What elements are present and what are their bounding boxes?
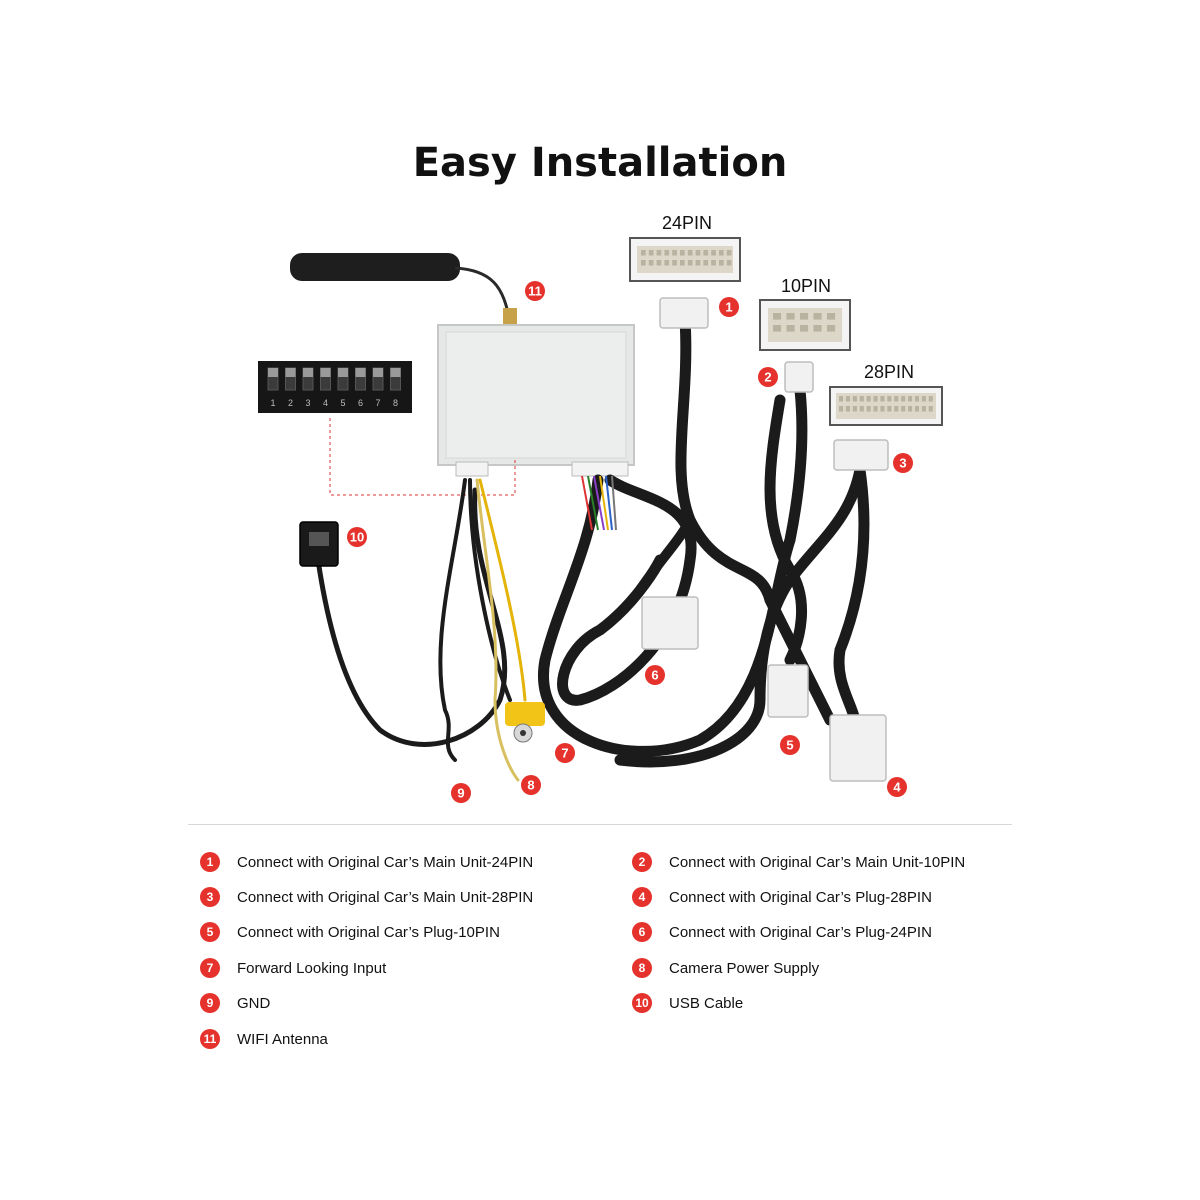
dip-switch: 1 2 3 4 5 6 7 8 xyxy=(258,361,516,496)
legend-item: 10 USB Cable xyxy=(632,991,743,1015)
legend-item: 11 WIFI Antenna xyxy=(200,1027,328,1051)
wifi-antenna xyxy=(290,253,517,332)
legend-item: 4 Connect with Original Car’s Plug-28PIN xyxy=(632,885,932,909)
connector-24pin xyxy=(629,237,741,282)
svg-text:11: 11 xyxy=(528,284,542,299)
legend-badge: 10 xyxy=(632,993,652,1013)
legend-item: 1 Connect with Original Car’s Main Unit-2… xyxy=(200,850,533,874)
badge-2: 2 xyxy=(758,367,778,387)
svg-text:8: 8 xyxy=(527,778,534,793)
svg-text:5: 5 xyxy=(786,738,793,753)
badge-5: 5 xyxy=(780,735,800,755)
label-28pin: 28PIN xyxy=(864,362,914,382)
interface-module xyxy=(437,324,635,477)
legend-badge: 1 xyxy=(200,852,220,872)
legend-text: Connect with Original Car’s Main Unit-24… xyxy=(237,853,534,871)
legend-text: GND xyxy=(237,994,271,1012)
legend-badge: 5 xyxy=(200,922,220,942)
svg-text:1: 1 xyxy=(725,300,732,315)
badge-9: 9 xyxy=(451,783,471,803)
legend-text: USB Cable xyxy=(669,994,744,1012)
badge-10: 10 xyxy=(347,527,367,547)
legend-item: 7 Forward Looking Input xyxy=(200,956,386,980)
dip-number: 1 xyxy=(270,398,275,408)
legend-badge: 11 xyxy=(200,1029,220,1049)
legend-item: 2 Connect with Original Car’s Main Unit-1… xyxy=(632,850,965,874)
dip-number: 5 xyxy=(340,398,345,408)
svg-text:3: 3 xyxy=(899,456,906,471)
legend-text: Connect with Original Car’s Main Unit-28… xyxy=(237,888,534,906)
badge-8: 8 xyxy=(521,775,541,795)
legend-badge: 7 xyxy=(200,958,220,978)
badge-4: 4 xyxy=(887,777,907,797)
dip-number: 4 xyxy=(323,398,328,408)
dip-number: 3 xyxy=(305,398,310,408)
legend-badge: 3 xyxy=(200,887,220,907)
legend-text: WIFI Antenna xyxy=(237,1030,328,1048)
legend-badge: 6 xyxy=(632,922,652,942)
badge-7: 7 xyxy=(555,743,575,763)
svg-text:6: 6 xyxy=(651,668,658,683)
badge-11: 11 xyxy=(525,281,545,301)
label-24pin: 24PIN xyxy=(662,213,712,233)
harness-connectors xyxy=(299,297,889,782)
badge-3: 3 xyxy=(893,453,913,473)
legend-item: 8 Camera Power Supply xyxy=(632,956,819,980)
legend-item: 6 Connect with Original Car’s Plug-24PIN xyxy=(632,920,932,944)
rca-connector xyxy=(505,702,545,743)
dip-number: 7 xyxy=(375,398,380,408)
legend-item: 5 Connect with Original Car’s Plug-10PIN xyxy=(200,920,500,944)
legend-text: Camera Power Supply xyxy=(669,959,820,977)
dip-number: 2 xyxy=(288,398,293,408)
svg-text:10: 10 xyxy=(350,530,364,545)
svg-text:4: 4 xyxy=(893,780,901,795)
legend-text: Connect with Original Car’s Plug-10PIN xyxy=(237,923,500,941)
badge-1: 1 xyxy=(719,297,739,317)
legend-text: Forward Looking Input xyxy=(237,959,387,977)
legend-badge: 8 xyxy=(632,958,652,978)
legend-text: Connect with Original Car’s Main Unit-10… xyxy=(669,853,966,871)
svg-text:2: 2 xyxy=(764,370,771,385)
harness-cables xyxy=(315,314,870,782)
legend-badge: 4 xyxy=(632,887,652,907)
page-title: Easy Installation xyxy=(412,140,788,186)
legend-text: Connect with Original Car’s Plug-28PIN xyxy=(669,888,932,906)
colored-wires xyxy=(581,475,617,531)
connector-10pin xyxy=(759,299,851,351)
connector-28pin xyxy=(829,386,943,426)
legend-badge: 9 xyxy=(200,993,220,1013)
badge-6: 6 xyxy=(645,665,665,685)
dip-number: 6 xyxy=(358,398,363,408)
legend-item: 3 Connect with Original Car’s Main Unit-2… xyxy=(200,885,533,909)
number-badges: 1 2 3 4 5 6 7 8 9 10 11 xyxy=(347,281,913,803)
section-divider xyxy=(188,824,1012,825)
legend-item: 9 GND xyxy=(200,991,270,1015)
dip-number: 8 xyxy=(393,398,398,408)
label-10pin: 10PIN xyxy=(781,276,831,296)
legend-text: Connect with Original Car’s Plug-24PIN xyxy=(669,923,932,941)
svg-text:9: 9 xyxy=(457,786,464,801)
svg-text:7: 7 xyxy=(561,746,568,761)
legend-badge: 2 xyxy=(632,852,652,872)
